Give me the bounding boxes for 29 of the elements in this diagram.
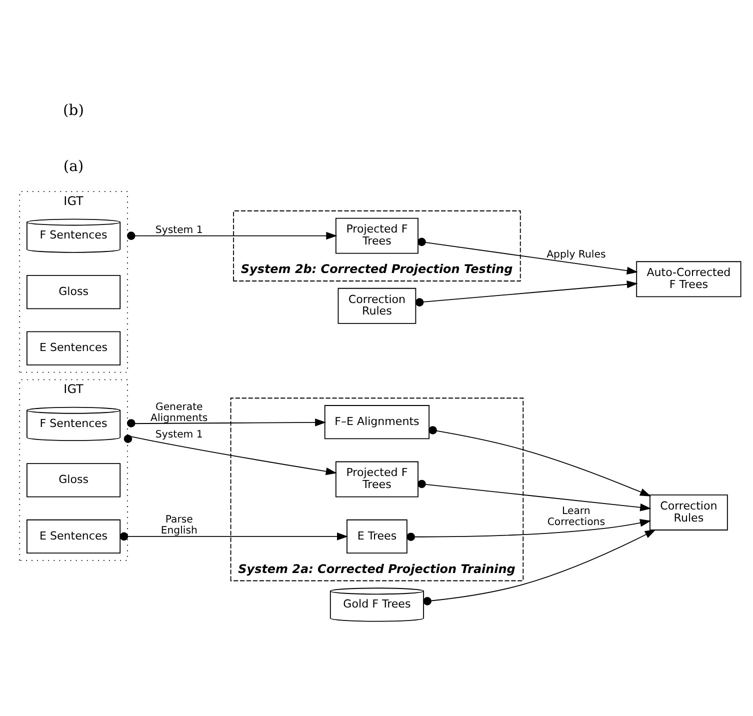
node-box: Gloss	[26, 275, 121, 310]
edge-label: System 1	[155, 430, 203, 441]
arrow	[127, 232, 338, 240]
edge-label: Parse English	[160, 514, 198, 537]
node-box: E Sentences	[26, 519, 121, 554]
node-box: Gloss	[26, 463, 121, 498]
arrow	[415, 280, 638, 306]
node-box: Projected F Trees	[335, 218, 418, 254]
node-box: E Trees	[346, 519, 408, 554]
arrow	[418, 238, 638, 274]
edge-label: Learn Corrections	[547, 506, 605, 528]
arrow	[124, 434, 337, 476]
arrow	[127, 418, 326, 428]
arrow	[406, 519, 652, 541]
label: (a)	[63, 158, 84, 176]
arrow	[120, 532, 348, 541]
edge-label: System 1	[155, 224, 203, 236]
node-box: F–E Alignments	[324, 405, 430, 440]
arrow	[428, 426, 652, 496]
node-box: Correction Rules	[338, 288, 416, 324]
edge-label: Generate Alignments	[150, 402, 208, 424]
label: (b)	[63, 102, 84, 119]
edge-label: Apply Rules	[546, 250, 606, 261]
arrow	[423, 530, 656, 606]
node-box: Correction Rules	[650, 494, 728, 530]
node-box: E Sentences	[26, 331, 121, 366]
node-box: Projected F Trees	[335, 461, 418, 498]
arrow	[418, 480, 652, 512]
node-box: Auto-Corrected F Trees	[636, 261, 742, 298]
